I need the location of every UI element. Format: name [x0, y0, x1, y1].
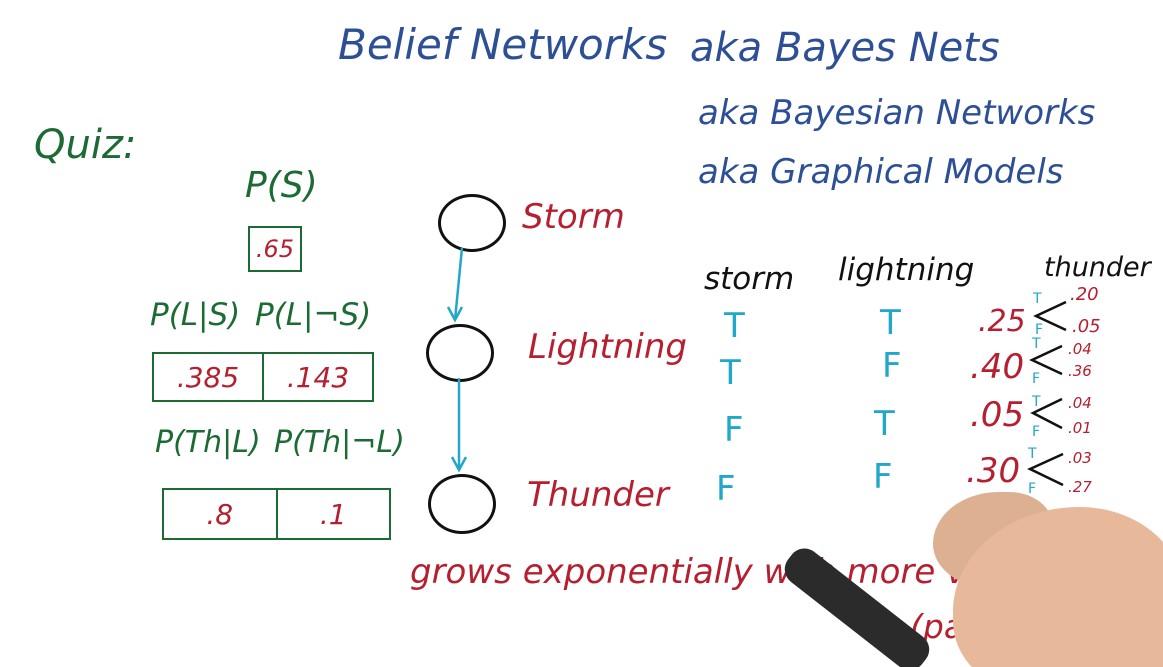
- row3-lightning: T: [874, 404, 895, 444]
- ps-label: P(S): [245, 165, 318, 206]
- row3-value: .05: [970, 395, 1025, 435]
- row3-thunder-true: .04: [1068, 394, 1092, 412]
- row1-f-branch: F: [1035, 322, 1044, 338]
- row1-thunder-true: .20: [1070, 284, 1099, 305]
- row4-storm: F: [716, 469, 736, 509]
- pth-given-l-label: P(Th|L): [155, 425, 261, 460]
- pth-given-not-l-cell: .1: [278, 490, 390, 538]
- row3-thunder-false: .01: [1068, 419, 1092, 437]
- title-belief-networks: Belief Networks: [338, 20, 668, 69]
- row3-t-branch: T: [1032, 394, 1041, 410]
- row4-thunder-true: .03: [1068, 449, 1092, 467]
- row1-lightning: T: [880, 303, 901, 343]
- pl-given-not-s-value: .143: [286, 360, 350, 394]
- row2-value: .40: [970, 347, 1025, 387]
- pl-given-s-label: P(L|S): [150, 297, 241, 333]
- lightning-label: Lightning: [528, 327, 687, 367]
- row2-thunder-false: .36: [1068, 362, 1092, 380]
- aka-bayesian-networks: aka Bayesian Networks: [698, 93, 1096, 133]
- branch-row4: [1027, 452, 1064, 487]
- pl-box: .385 .143: [152, 352, 374, 402]
- row4-value: .30: [966, 451, 1021, 491]
- row1-thunder-false: .05: [1072, 316, 1101, 337]
- pl-given-not-s-label: P(L|¬S): [255, 297, 372, 333]
- ps-box: .65: [248, 226, 302, 272]
- thunder-label: Thunder: [527, 475, 669, 515]
- pth-given-not-l-label: P(Th|¬L): [274, 425, 405, 460]
- lightning-to-thunder-arrowhead: [450, 456, 468, 473]
- pth-given-l-value: .8: [206, 497, 234, 531]
- row2-storm: T: [720, 353, 741, 393]
- row3-storm: F: [724, 410, 744, 450]
- storm-label: Storm: [522, 197, 625, 237]
- row3-f-branch: F: [1032, 424, 1041, 440]
- row4-lightning: F: [873, 457, 893, 497]
- pth-box: .8 .1: [162, 488, 391, 540]
- row2-thunder-true: .04: [1068, 340, 1092, 358]
- table-header-lightning: lightning: [838, 252, 975, 288]
- pth-given-not-l-value: .1: [319, 497, 347, 531]
- row4-t-branch: T: [1028, 446, 1037, 462]
- aka-bayes-nets: aka Bayes Nets: [690, 25, 1000, 71]
- branch-row3: [1030, 397, 1063, 430]
- pl-given-s-cell: .385: [154, 354, 264, 400]
- row2-lightning: F: [882, 346, 902, 386]
- ps-value: .65: [255, 235, 295, 263]
- branch-row2: [1029, 344, 1063, 376]
- table-header-storm: storm: [704, 261, 795, 297]
- row1-value: .25: [978, 304, 1026, 339]
- branch-row1: [1033, 300, 1067, 332]
- pl-given-not-s-cell: .143: [264, 354, 372, 400]
- storm-to-lightning-edge: [453, 247, 464, 321]
- thunder-node: [428, 474, 496, 534]
- aka-graphical-models: aka Graphical Models: [698, 152, 1064, 192]
- quiz-label: Quiz:: [34, 122, 137, 168]
- row1-t-branch: T: [1033, 291, 1042, 307]
- row2-f-branch: F: [1032, 371, 1041, 387]
- storm-to-lightning-arrowhead: [446, 306, 464, 323]
- row4-thunder-false: .27: [1068, 478, 1092, 496]
- storm-node: [438, 194, 506, 252]
- row1-storm: T: [724, 306, 745, 346]
- row2-t-branch: T: [1032, 336, 1041, 352]
- row4-f-branch: F: [1028, 481, 1037, 497]
- pl-given-s-value: .385: [176, 360, 240, 394]
- pth-given-l-cell: .8: [164, 490, 278, 538]
- table-header-thunder: thunder: [1044, 252, 1151, 283]
